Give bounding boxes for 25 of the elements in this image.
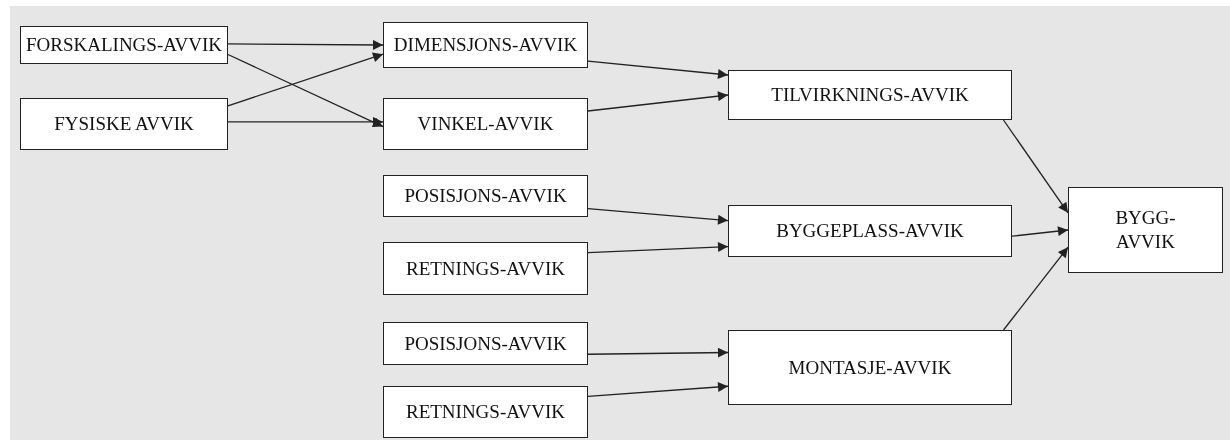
process-box: POSISJONS-AVVIK [383, 322, 588, 365]
arrow [587, 207, 729, 225]
process-box: RETNINGS-AVVIK [383, 386, 588, 438]
arrow [587, 242, 729, 254]
arrow [227, 116, 384, 127]
process-box: DIMENSJONS-AVVIK [383, 22, 588, 68]
process-box: VINKEL-AVVIK [383, 98, 588, 150]
arrow [227, 39, 384, 50]
process-box: TILVIRKNINGS-AVVIK [728, 70, 1012, 120]
process-box: FYSISKE AVVIK [20, 98, 228, 150]
process-box: BYGGEPLASS-AVVIK [728, 205, 1012, 257]
arrow [1002, 246, 1069, 331]
process-box: RETNINGS-AVVIK [383, 242, 588, 295]
arrow [227, 52, 384, 107]
arrow [227, 53, 384, 128]
arrow [1011, 226, 1069, 237]
process-box: FORSKALINGS-AVVIK [20, 26, 228, 64]
arrow [1002, 119, 1069, 214]
arrow [587, 347, 729, 358]
process-box: POSISJONS-AVVIK [383, 175, 588, 217]
process-box: BYGG- AVVIK [1068, 187, 1223, 273]
arrow [587, 60, 729, 79]
arrow [587, 382, 729, 398]
arrow [587, 91, 729, 112]
process-box: MONTASJE-AVVIK [728, 330, 1012, 405]
